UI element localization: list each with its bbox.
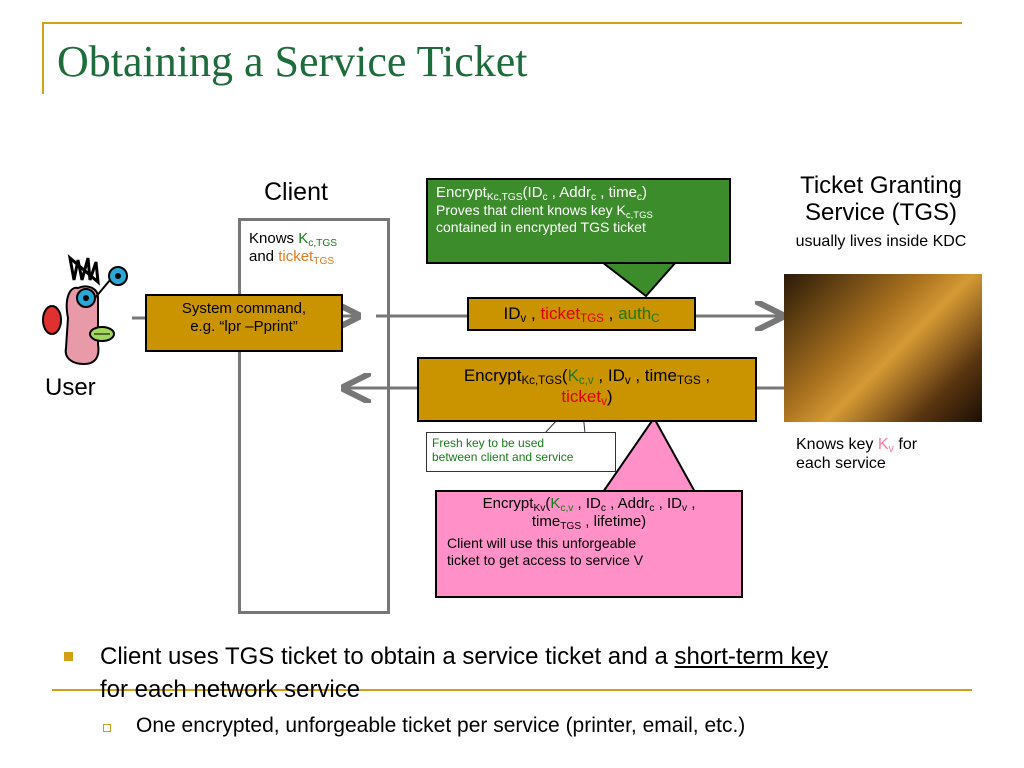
tgs-title-line2: Service (TGS) [804, 199, 957, 226]
client-knows-text: Knows Kc,TGS and ticketTGS [249, 230, 338, 267]
bullet-hollow-square-icon [103, 724, 111, 732]
bullet-2: One encrypted, unforgeable ticket per se… [103, 714, 963, 738]
tgs-reply-box: EncryptKc,TGS(Kc,v , IDv , timeTGS , tic… [417, 357, 757, 422]
pink-line4: ticket to get access to service V [447, 552, 644, 568]
pink-line3: Client will use this unforgeable [447, 535, 637, 551]
system-command-line1: System command, [181, 300, 307, 317]
tgs-subtitle: usually lives inside KDC [795, 233, 967, 250]
tgs-cerberus-image [784, 274, 982, 422]
left-rule [42, 22, 44, 94]
pink-formula-line1: EncryptKv(Kc,v , IDc , Addrc , IDv , [482, 495, 696, 514]
bullet-square-icon [64, 652, 73, 661]
pink-formula-line2: timeTGS , lifetime) [531, 513, 647, 532]
fresh-key-callout: Fresh key to be used between client and … [426, 432, 616, 472]
green-callout-formula: EncryptKc,TGS(IDc , Addrc , timec) [436, 184, 648, 203]
tgs-knows-text: Knows key Kv for each service [796, 436, 918, 472]
client-label: Client [264, 178, 328, 206]
system-command-box: System command, e.g. “lpr –Pprint” [145, 294, 343, 352]
reply-line2: ticketv) [561, 387, 613, 408]
green-callout-pointer [599, 261, 679, 298]
slide-title: Obtaining a Service Ticket [57, 37, 528, 86]
pink-callout-pointer [601, 416, 697, 493]
green-callout-line2: Proves that client knows key Kc,TGS [436, 202, 653, 221]
tgs-title: Ticket Granting Service (TGS) [770, 172, 992, 226]
tgs-title-line1: Ticket Granting [800, 172, 962, 199]
reply-line1: EncryptKc,TGS(Kc,v , IDv , timeTGS , [463, 366, 711, 387]
service-ticket-callout: EncryptKv(Kc,v , IDc , Addrc , IDv , tim… [435, 490, 743, 598]
bottom-rule [52, 689, 972, 691]
user-label: User [45, 374, 96, 401]
short-term-key-text: short-term key [674, 643, 828, 670]
user-figure [42, 254, 128, 366]
fresh-line2: between client and service [432, 450, 574, 464]
green-callout-line3: contained in encrypted TGS ticket [436, 219, 646, 235]
tgs-request-box: IDv , ticketTGS , authC [467, 297, 696, 331]
fresh-line1: Fresh key to be used [432, 436, 545, 450]
tgs-ticket-callout: EncryptKc,TGS(IDc , Addrc , timec) Prove… [426, 178, 731, 264]
client-box [238, 218, 390, 614]
bullet-1: Client uses TGS ticket to obtain a servi… [64, 640, 964, 706]
top-rule [42, 22, 962, 24]
system-command-line2: e.g. “lpr –Pprint” [190, 318, 298, 335]
